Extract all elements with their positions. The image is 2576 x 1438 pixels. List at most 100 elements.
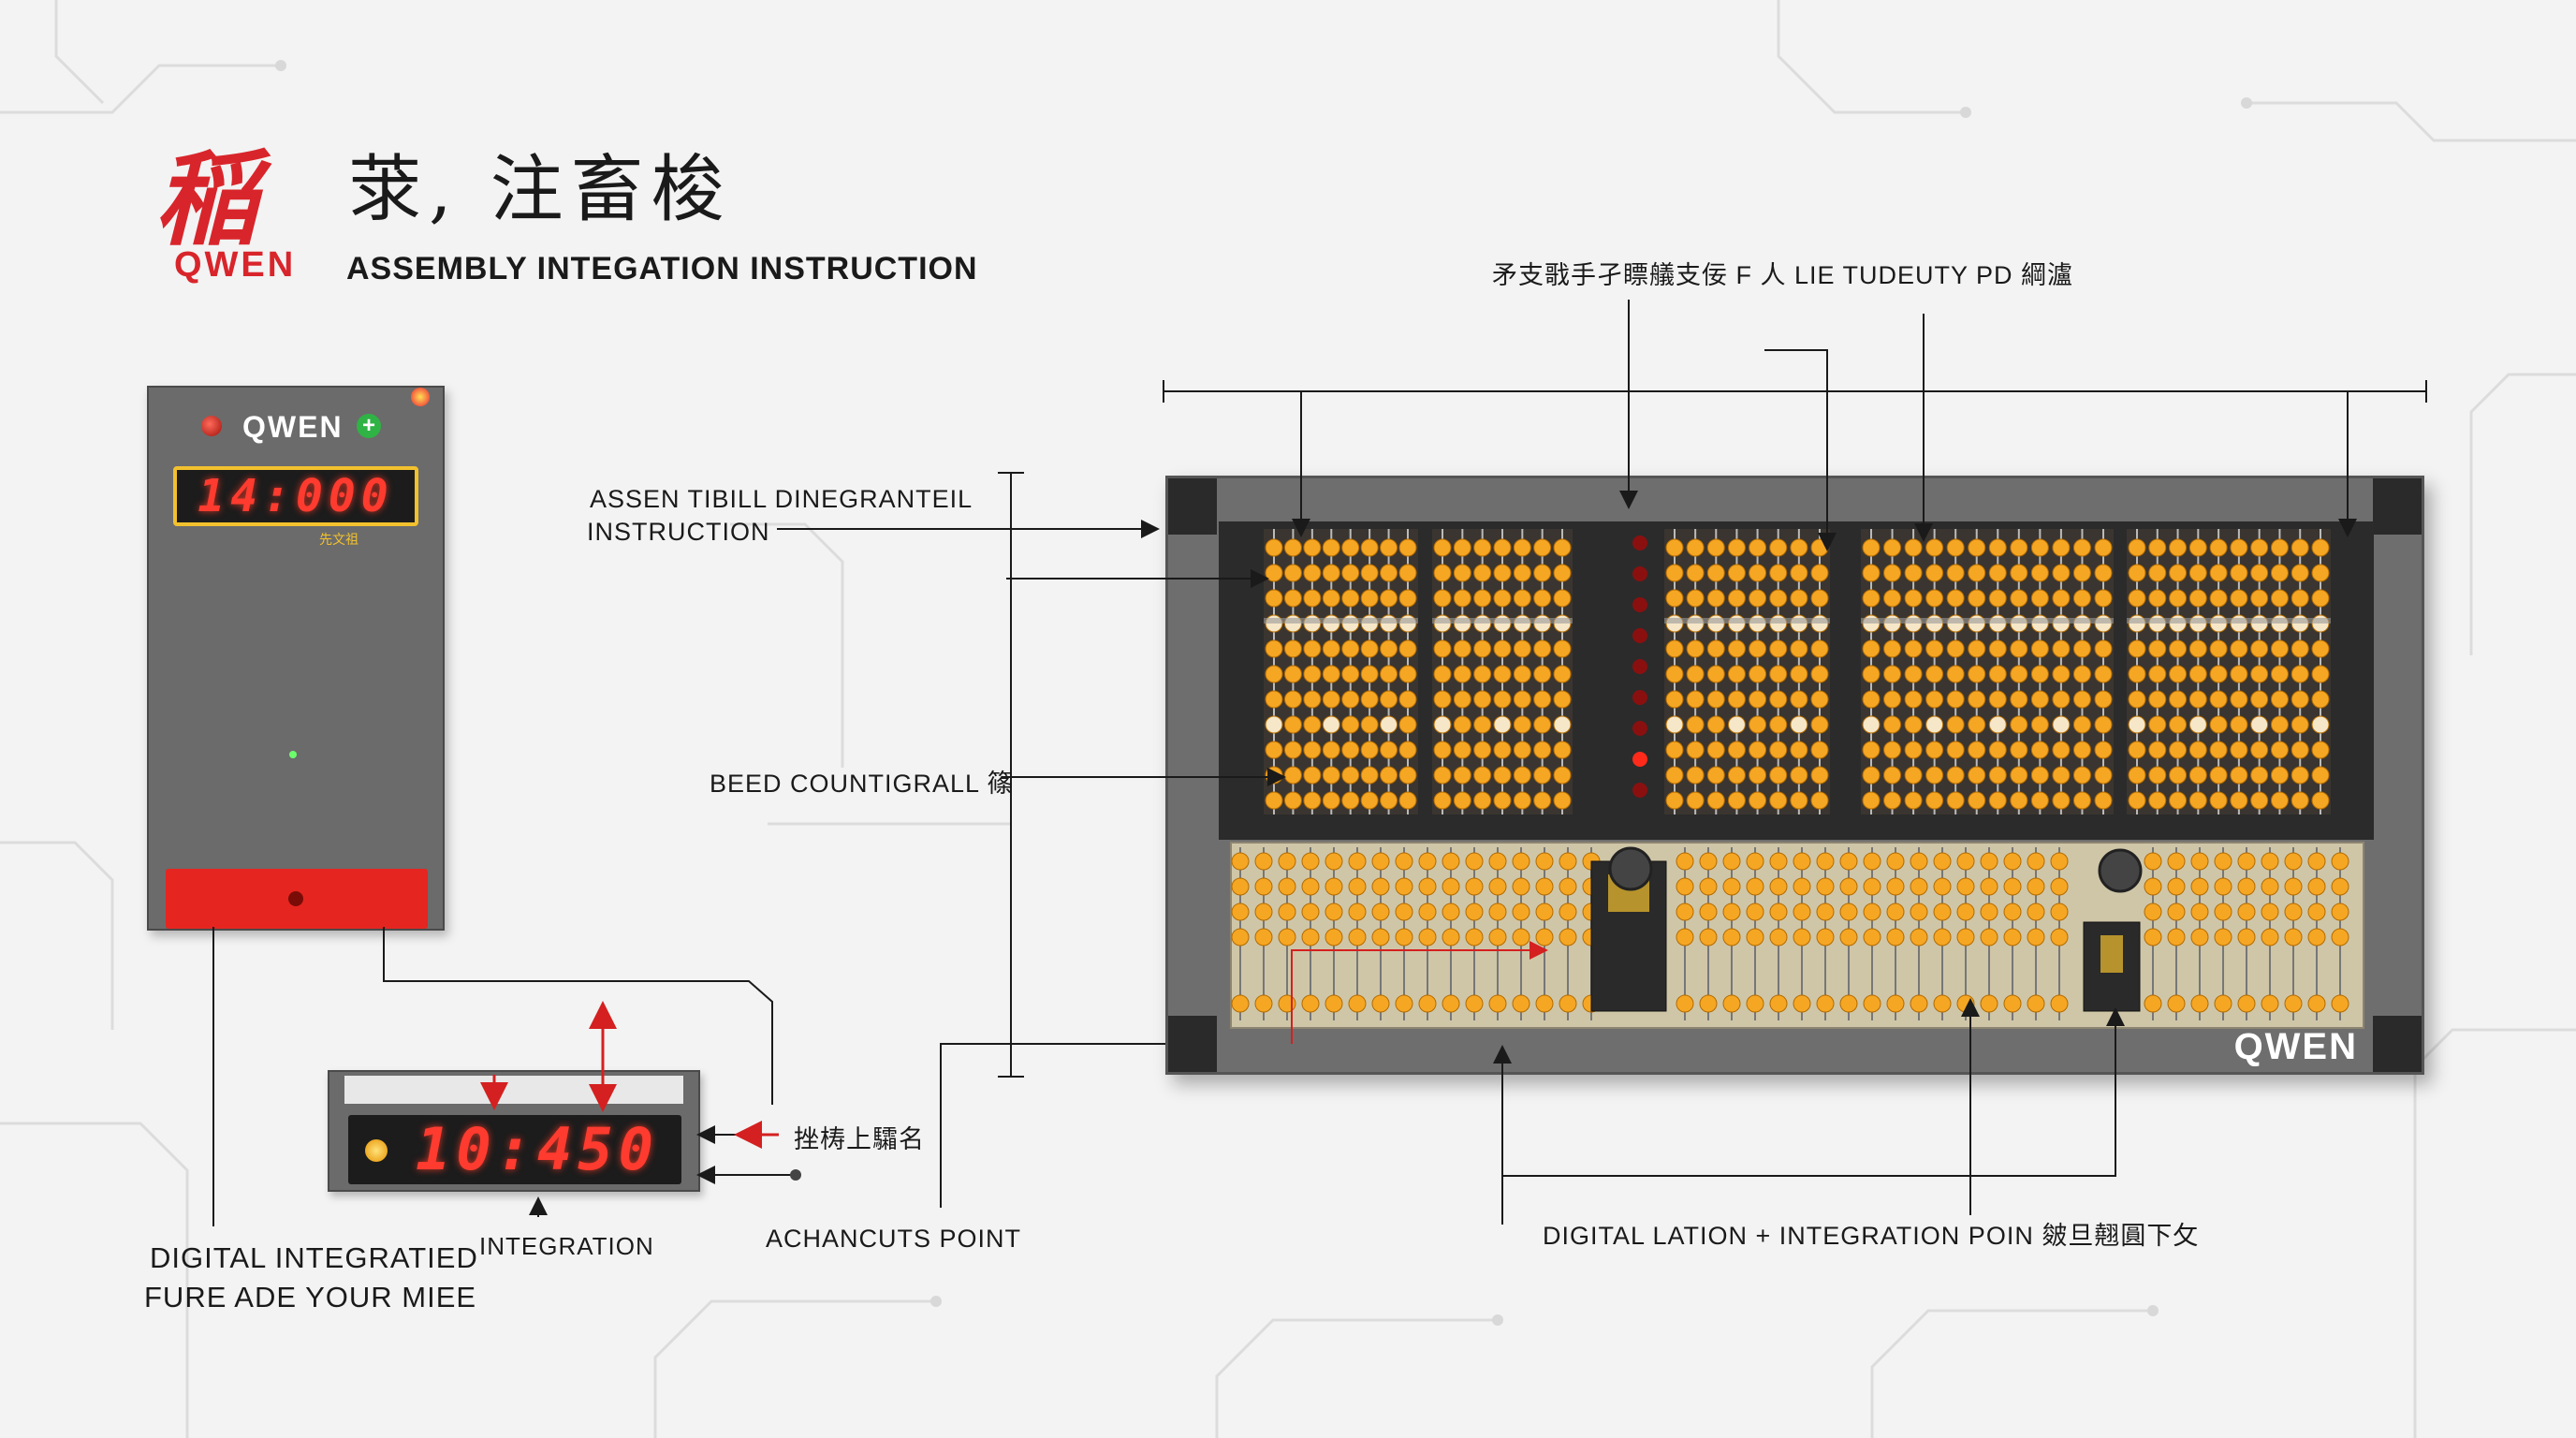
bead <box>1433 766 1452 785</box>
bead <box>1348 852 1367 871</box>
bead <box>2128 665 2146 683</box>
indicator-led-icon <box>1632 566 1647 581</box>
bead <box>2311 715 2330 734</box>
bead <box>2027 928 2045 946</box>
bead <box>1553 564 1572 582</box>
bead <box>1863 994 1881 1013</box>
bead <box>1746 928 1764 946</box>
bead <box>2128 589 2146 608</box>
bead <box>1371 994 1390 1013</box>
frame-corner <box>2373 478 2422 535</box>
bead <box>1380 589 1398 608</box>
bead <box>1442 994 1460 1013</box>
bead <box>1749 715 1767 734</box>
bead <box>1956 852 1975 871</box>
bead <box>1769 877 1788 896</box>
bead <box>1513 564 1531 582</box>
bead <box>2030 791 2049 810</box>
bead <box>2261 994 2279 1013</box>
counter-display: 10:450 <box>348 1115 681 1184</box>
bead <box>1322 715 1340 734</box>
bead <box>1559 928 1577 946</box>
bead <box>2128 639 2146 658</box>
bead <box>1665 589 1684 608</box>
bead <box>1980 994 1998 1013</box>
bead <box>1418 852 1437 871</box>
bead <box>1513 538 1531 557</box>
bead-divider <box>1432 618 1573 624</box>
bead <box>1946 766 1965 785</box>
bead <box>1816 994 1835 1013</box>
red-button[interactable] <box>166 869 428 929</box>
bead <box>2230 589 2248 608</box>
bead <box>2311 766 2330 785</box>
bead <box>2291 690 2309 709</box>
bead <box>1553 538 1572 557</box>
bead <box>2209 538 2228 557</box>
bead <box>1512 994 1530 1013</box>
plus-icon[interactable]: + <box>357 414 381 438</box>
bead <box>1816 928 1835 946</box>
label-counter-side: 挫梼上驦名 <box>794 1125 925 1153</box>
bead <box>2128 715 2146 734</box>
bead <box>1371 877 1390 896</box>
bead <box>1348 994 1367 1013</box>
bead <box>1665 538 1684 557</box>
counter-led-icon <box>365 1139 388 1162</box>
bead <box>1746 902 1764 921</box>
bead <box>1380 741 1398 759</box>
bead <box>1980 928 1998 946</box>
bead <box>1398 639 1417 658</box>
bead <box>1533 715 1552 734</box>
logo-wordmark: QWEN <box>174 245 297 285</box>
bead <box>2030 690 2049 709</box>
logo-mark: 稲 <box>154 139 257 259</box>
bead <box>1863 852 1881 871</box>
bead <box>2072 564 2091 582</box>
bead <box>1810 791 1829 810</box>
bead <box>1676 877 1694 896</box>
bead <box>2230 766 2248 785</box>
bead <box>1925 538 1944 557</box>
bead <box>2250 690 2269 709</box>
bead <box>1231 877 1250 896</box>
bead <box>1665 564 1684 582</box>
bead <box>1395 877 1413 896</box>
counter-top-strip <box>344 1076 683 1104</box>
bead <box>1559 994 1577 1013</box>
bead <box>1946 538 1965 557</box>
bead <box>1360 766 1379 785</box>
bead <box>1727 741 1746 759</box>
bead <box>1933 928 1952 946</box>
bead <box>1665 690 1684 709</box>
bead <box>1862 690 1881 709</box>
bead <box>2311 690 2330 709</box>
bead <box>1473 538 1492 557</box>
bead <box>2291 791 2309 810</box>
bead <box>1904 715 1923 734</box>
bead <box>1862 589 1881 608</box>
bead <box>1553 589 1572 608</box>
bead <box>1686 538 1705 557</box>
bead <box>1933 994 1952 1013</box>
bead <box>1341 741 1360 759</box>
label-digital-integration: DIGITAL LATION + INTEGRATION POIN 皴旦翹圓下攵 <box>1543 1222 2200 1250</box>
frame-corner <box>1168 478 1217 535</box>
knob-icon[interactable] <box>1608 846 1653 891</box>
knob-icon[interactable] <box>2098 848 2143 893</box>
frame-corner <box>2373 1016 2422 1072</box>
label-top-callout: 矛支戨手孑瞟艤支佞 F 人 LIE TUDEUTY PD 綱瀘 <box>1492 261 2074 289</box>
bead <box>1686 639 1705 658</box>
bead <box>1933 852 1952 871</box>
bead <box>1706 589 1725 608</box>
bead <box>1863 928 1881 946</box>
bead <box>1433 639 1452 658</box>
bead <box>1946 791 1965 810</box>
bead <box>1956 928 1975 946</box>
bead <box>2094 639 2113 658</box>
bead <box>1793 902 1811 921</box>
bead <box>1706 766 1725 785</box>
bead <box>2052 690 2071 709</box>
bead <box>2307 994 2326 1013</box>
